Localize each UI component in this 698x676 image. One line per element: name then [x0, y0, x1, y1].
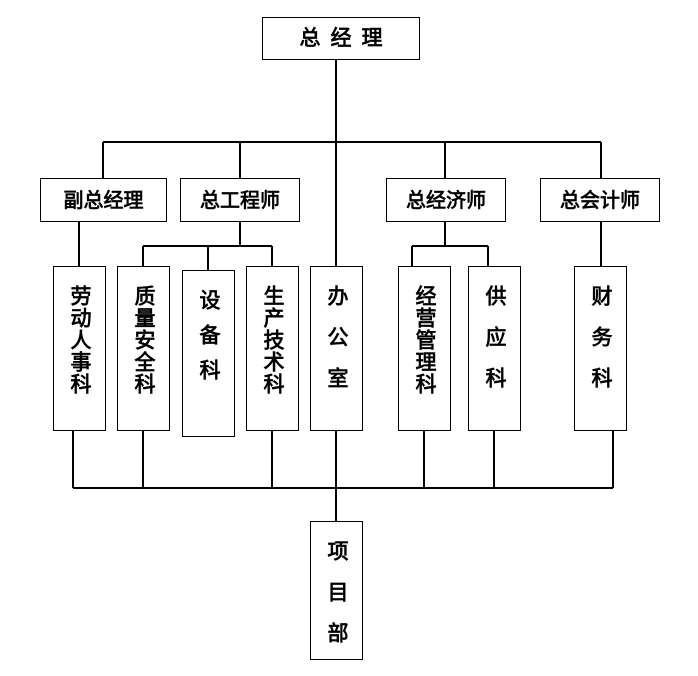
node-label: 项目部: [325, 540, 349, 663]
node-chief-engineer[interactable]: 总工程师: [180, 178, 300, 222]
node-deputy-general-manager[interactable]: 副总经理: [40, 178, 167, 222]
node-chief-accountant[interactable]: 总会计师: [540, 178, 660, 222]
node-office[interactable]: 办公室: [310, 266, 363, 431]
node-label: 供应科: [483, 285, 507, 408]
node-chief-economist[interactable]: 总经济师: [386, 178, 506, 222]
node-production-technology-dept[interactable]: 生产技术科: [246, 266, 299, 431]
node-label: 设备科: [197, 289, 221, 394]
node-quality-safety-dept[interactable]: 质量安全科: [117, 266, 170, 431]
node-business-management-dept[interactable]: 经营管理科: [398, 266, 451, 431]
node-label: 经营管理科: [413, 285, 437, 395]
node-label: 劳动人事科: [68, 285, 92, 395]
node-label: 生产技术科: [261, 285, 285, 395]
node-project-dept[interactable]: 项目部: [310, 521, 363, 663]
node-label: 质量安全科: [132, 285, 156, 395]
node-label: 总会计师: [560, 188, 640, 212]
node-label: 副总经理: [63, 188, 144, 212]
node-label: 财务科: [589, 285, 613, 408]
node-supply-dept[interactable]: 供应科: [468, 266, 521, 431]
node-label: 总工程师: [200, 188, 280, 212]
node-equipment-dept[interactable]: 设备科: [182, 270, 235, 437]
node-labor-personnel-dept[interactable]: 劳动人事科: [53, 266, 106, 431]
node-general-manager[interactable]: 总经理: [262, 17, 420, 60]
node-label: 办公室: [325, 285, 349, 408]
node-label: 总经济师: [406, 188, 486, 212]
node-label: 总经理: [299, 26, 393, 50]
node-finance-dept[interactable]: 财务科: [574, 266, 627, 431]
